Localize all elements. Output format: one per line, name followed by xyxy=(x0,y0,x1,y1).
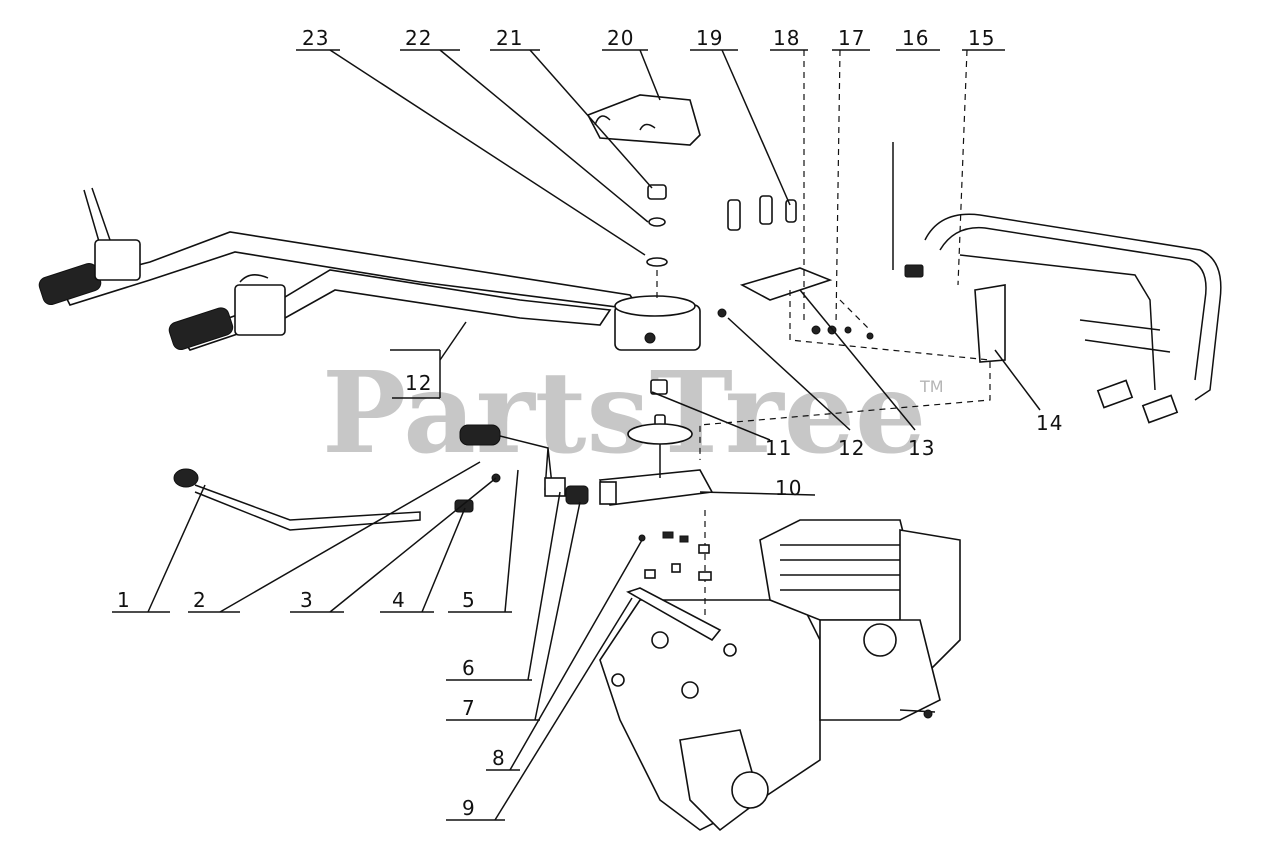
lever-handle xyxy=(454,424,617,513)
callout-8: 8 xyxy=(492,746,506,770)
callout-3: 3 xyxy=(300,588,314,612)
callout-6: 6 xyxy=(462,656,476,680)
callout-1: 1 xyxy=(117,588,131,612)
callout-20: 20 xyxy=(607,26,634,50)
callout-18: 18 xyxy=(773,26,800,50)
hardware-group xyxy=(727,142,924,340)
callout-9: 9 xyxy=(462,796,476,820)
watermark-trademark: TM xyxy=(919,377,944,396)
callout-12-left: 12 xyxy=(405,371,432,395)
callout-labels: 23 22 21 20 19 18 17 16 15 12 11 12 13 1… xyxy=(117,26,1063,820)
callout-16: 16 xyxy=(902,26,929,50)
engine-block xyxy=(599,519,961,832)
callout-2: 2 xyxy=(193,588,207,612)
callout-12-right: 12 xyxy=(838,436,865,460)
handlebar-clamp xyxy=(614,295,727,351)
callout-15: 15 xyxy=(968,26,995,50)
leader-lines xyxy=(112,49,1041,821)
callout-21: 21 xyxy=(496,26,523,50)
watermark-text: PartsTree xyxy=(322,348,926,479)
callout-19: 19 xyxy=(696,26,723,50)
callout-4: 4 xyxy=(392,588,406,612)
callout-11: 11 xyxy=(765,436,792,460)
handlebar-assembly xyxy=(38,187,642,351)
callout-17: 17 xyxy=(838,26,865,50)
cover-part xyxy=(586,94,701,146)
shift-lever xyxy=(173,468,421,531)
callout-7: 7 xyxy=(462,696,476,720)
callout-13: 13 xyxy=(908,436,935,460)
callout-10: 10 xyxy=(775,476,802,500)
callout-14: 14 xyxy=(1036,411,1063,435)
bumper-frame xyxy=(924,213,1222,424)
callout-23: 23 xyxy=(302,26,329,50)
callout-22: 22 xyxy=(405,26,432,50)
callout-5: 5 xyxy=(462,588,476,612)
